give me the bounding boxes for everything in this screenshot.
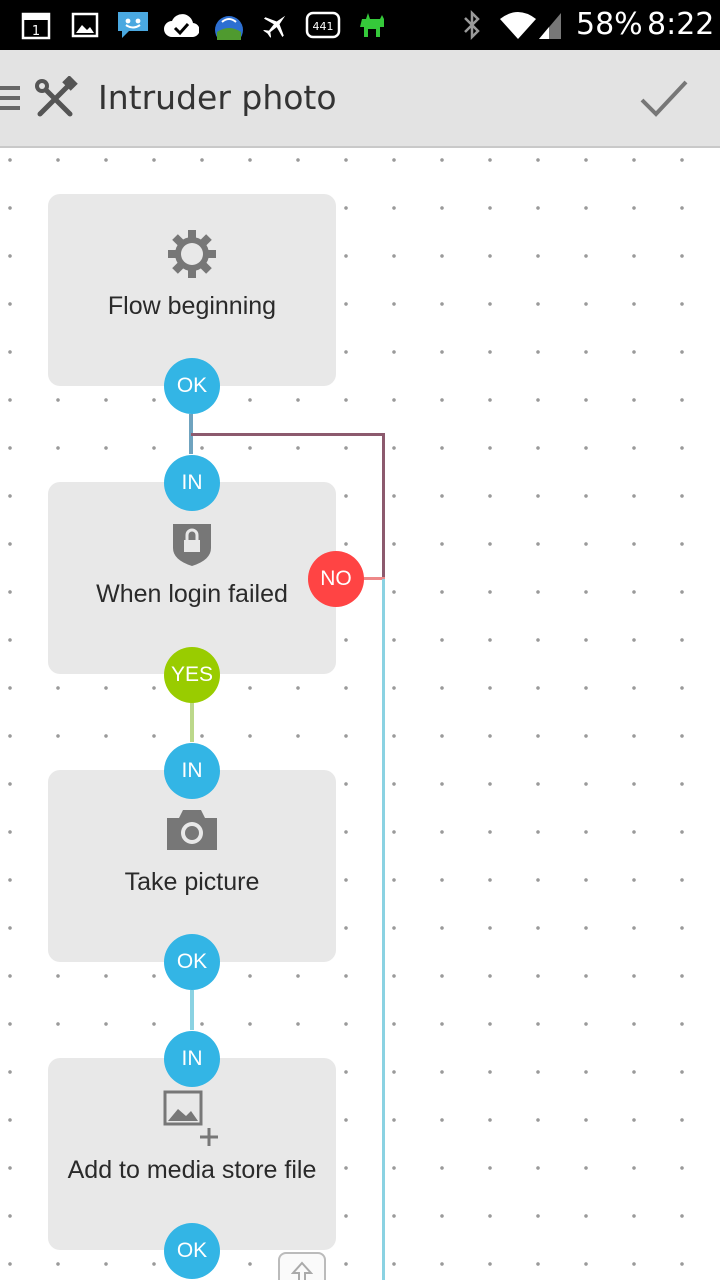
wire-ok-in-2 [190, 990, 194, 1030]
action-bar: Intruder photo [0, 50, 720, 148]
port-ok[interactable]: OK [164, 358, 220, 414]
menu-icon[interactable] [0, 84, 22, 114]
scroll-up-handle[interactable] [278, 1252, 326, 1280]
block-label: Add to media store file [67, 1156, 317, 1184]
wire-no [362, 577, 385, 580]
port-yes[interactable]: YES [164, 647, 220, 703]
flow-block-add-to-media-store[interactable]: Add to media store file [48, 1058, 336, 1250]
messaging-icon [114, 9, 152, 41]
weather-icon [210, 9, 248, 41]
wire-loop-top [191, 433, 385, 436]
gallery-icon [70, 9, 100, 41]
wire-loop-side [382, 433, 385, 579]
status-bar: 1 441 [0, 0, 720, 50]
flow-block-when-login-failed[interactable]: When login failed [48, 482, 336, 674]
flow-block-flow-beginning[interactable]: Flow beginning [48, 194, 336, 386]
confirm-check-icon[interactable] [638, 78, 690, 120]
port-ok[interactable]: OK [164, 934, 220, 990]
port-in[interactable]: IN [164, 455, 220, 511]
camera-icon [48, 808, 336, 852]
clock: 8:22 [647, 7, 715, 42]
port-in[interactable]: IN [164, 743, 220, 799]
badge-number: 441 [313, 20, 334, 33]
badge-icon: 441 [304, 9, 342, 41]
sync-done-icon [163, 9, 199, 41]
flow-canvas[interactable]: Flow beginning OK When login failed IN N… [0, 148, 720, 1280]
port-ok[interactable]: OK [164, 1223, 220, 1279]
bluetooth-icon [458, 9, 486, 41]
airplane-icon [259, 9, 293, 41]
block-label: When login failed [96, 580, 288, 608]
arrow-up-icon [291, 1261, 313, 1280]
image-add-icon [48, 1088, 336, 1148]
battery-level: 58% [576, 7, 643, 42]
block-label: Flow beginning [107, 292, 277, 320]
wire-yes-in [190, 702, 194, 742]
port-in[interactable]: IN [164, 1031, 220, 1087]
android-icon [355, 9, 389, 41]
port-no[interactable]: NO [308, 551, 364, 607]
tools-icon[interactable] [32, 75, 80, 120]
calendar-day: 1 [32, 24, 40, 39]
wifi-icon [498, 9, 538, 41]
lock-shield-icon [48, 520, 336, 568]
wire-no-down [382, 579, 385, 1280]
block-label: Take picture [124, 868, 260, 896]
calendar-icon: 1 [20, 9, 52, 41]
flow-block-take-picture[interactable]: Take picture [48, 770, 336, 962]
page-title: Intruder photo [98, 78, 337, 117]
gear-icon [48, 228, 336, 280]
signal-icon [536, 9, 564, 41]
